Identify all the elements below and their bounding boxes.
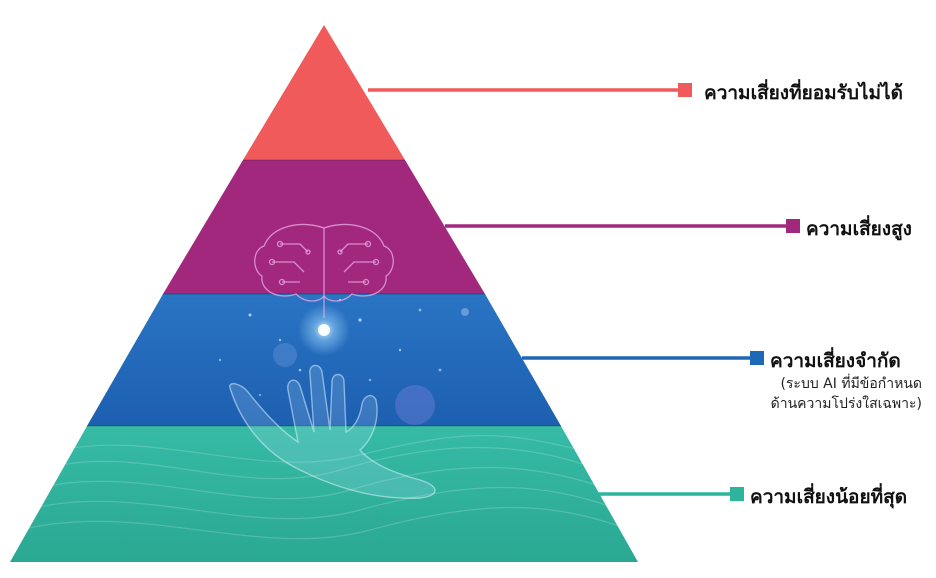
marker-square-high: [786, 219, 800, 233]
glow-node: [318, 324, 330, 336]
tier-high: [163, 160, 485, 294]
tier-limited: [87, 294, 561, 426]
tier-unacceptable: [243, 25, 405, 160]
label-high-risk: ความเสี่ยงสูง: [806, 218, 912, 240]
circuit-brain-icon: [254, 224, 394, 318]
tier-minimal: [10, 426, 638, 562]
label-limited-risk-note-2: ด้านความโปร่งใสเฉพาะ): [770, 396, 922, 412]
label-limited-risk-note-1: (ระบบ AI ที่มีข้อกำหนด: [780, 376, 922, 392]
marker-square-minimal: [730, 487, 744, 501]
open-hand-icon: [229, 364, 436, 499]
marker-square-limited: [750, 351, 764, 365]
label-minimal-risk: ความเสี่ยงน้อยที่สุด: [750, 486, 908, 508]
label-limited-risk: ความเสี่ยงจำกัด: [770, 350, 901, 372]
wave-pattern: [19, 435, 631, 540]
connector-lines: [368, 88, 786, 496]
label-unacceptable-risk: ความเสี่ยงที่ยอมรับไม่ได้: [704, 82, 903, 104]
sparkle-particles: [218, 298, 469, 425]
marker-square-unacceptable: [678, 83, 692, 97]
